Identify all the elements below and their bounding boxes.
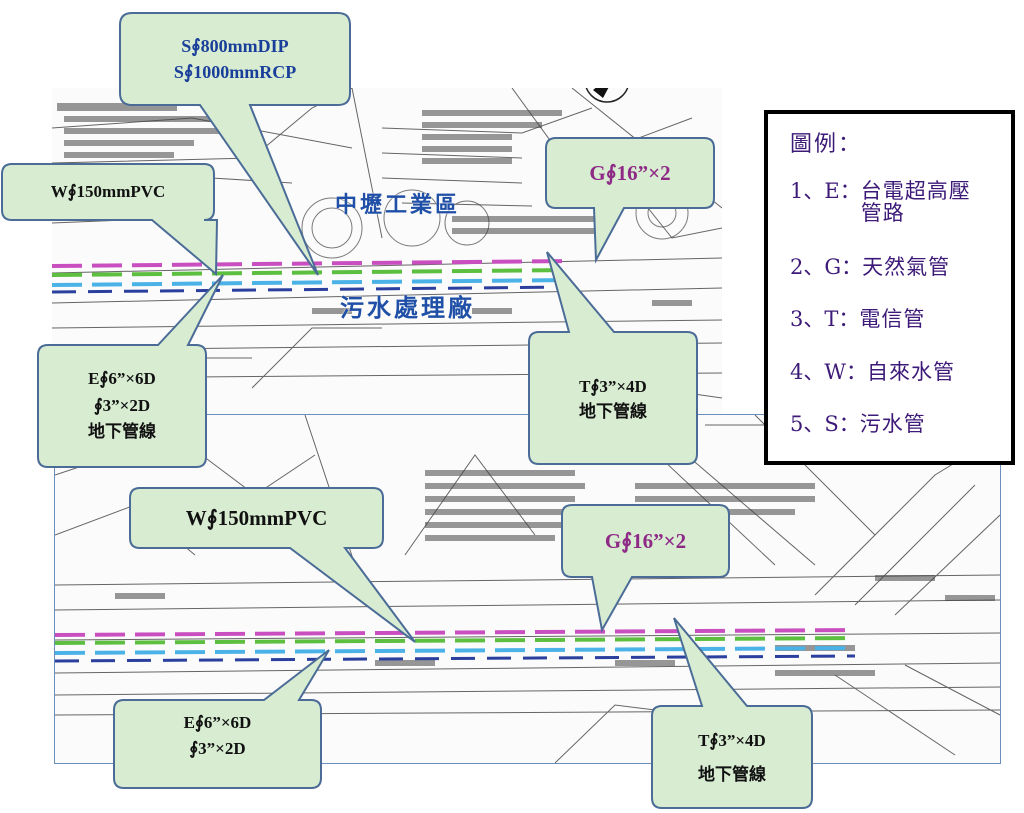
legend-box: 圖例： 1、E：台電超高壓管路 2、G：天然氣管 3、T：電信管 4、W：自來水…: [764, 110, 1015, 465]
gas-spec-bottom: G∮16”×2: [604, 528, 687, 553]
callout-power-top: E∮6”×6D ∮3”×2D 地下管線: [37, 274, 224, 468]
callout-telecom-bottom: T∮3”×4D 地下管線: [651, 617, 813, 809]
legend-item-water: 4、W：自來水管: [790, 361, 987, 383]
callout-water-bottom: W∮150mmPVC: [129, 487, 416, 643]
water-spec-bottom: W∮150mmPVC: [185, 505, 328, 530]
gas-spec-top: G∮16”×2: [589, 160, 671, 185]
telecom-spec-1: T∮3”×4D: [579, 377, 647, 397]
legend-key: 2、G：: [790, 255, 863, 279]
telecom-spec-bottom-2: 地下管線: [698, 765, 766, 784]
power-spec-bottom-1: E∮6”×6D: [183, 712, 252, 732]
legend-key: 3、T：: [790, 307, 860, 331]
telecom-spec-bottom-1: T∮3”×4D: [698, 731, 766, 750]
power-spec-2: ∮3”×2D: [93, 395, 151, 415]
legend-key: 1、E：: [790, 179, 861, 203]
power-spec-3: 地下管線: [88, 422, 156, 442]
power-spec-1: E∮6”×6D: [88, 369, 156, 389]
callout-power-bottom: E∮6”×6D ∮3”×2D: [113, 649, 330, 789]
callout-gas-bottom: G∮16”×2: [561, 504, 730, 633]
sewer-spec-1: S∮800mmDIP: [181, 35, 289, 56]
legend-label: 台電超高壓管路: [860, 179, 971, 225]
legend-item-sewer: 5、S：污水管: [790, 413, 980, 435]
callout-sewer-top: S∮800mmDIP S∮1000mmRCP: [119, 12, 351, 276]
legend-label: 電信管: [859, 307, 926, 331]
water-spec-top: W∮150mmPVC: [50, 181, 166, 201]
legend-label: 天然氣管: [862, 255, 951, 279]
north-arrow-icon: [585, 88, 629, 103]
legend-label: 自來水管: [866, 360, 955, 384]
legend-title: 圖例：: [790, 132, 863, 157]
legend-label: 污水管: [859, 412, 926, 436]
area-label-industrial: 中壢工業區: [335, 193, 461, 218]
telecom-spec-2: 地下管線: [579, 402, 647, 421]
power-spec-bottom-2: ∮3”×2D: [189, 739, 246, 758]
legend-item-gas: 2、G：天然氣管: [790, 256, 982, 278]
callout-gas-top: G∮16”×2: [545, 137, 715, 264]
legend-key: 5、S：: [790, 412, 860, 436]
legend-item-telecom: 3、T：電信管: [790, 308, 979, 330]
sewer-spec-2: S∮1000mmRCP: [173, 62, 297, 82]
area-label-treatment-plant: 污水處理廠: [340, 294, 475, 322]
legend-item-power: 1、E：台電超高壓管路: [790, 180, 981, 224]
map-bottom-drawing: [55, 415, 1000, 763]
legend-key: 4、W：: [790, 360, 867, 384]
pipe-lines-bottom: [55, 628, 856, 663]
callout-water-top: W∮150mmPVC: [1, 163, 219, 277]
callout-telecom-top: T∮3”×4D 地下管線: [528, 251, 698, 465]
